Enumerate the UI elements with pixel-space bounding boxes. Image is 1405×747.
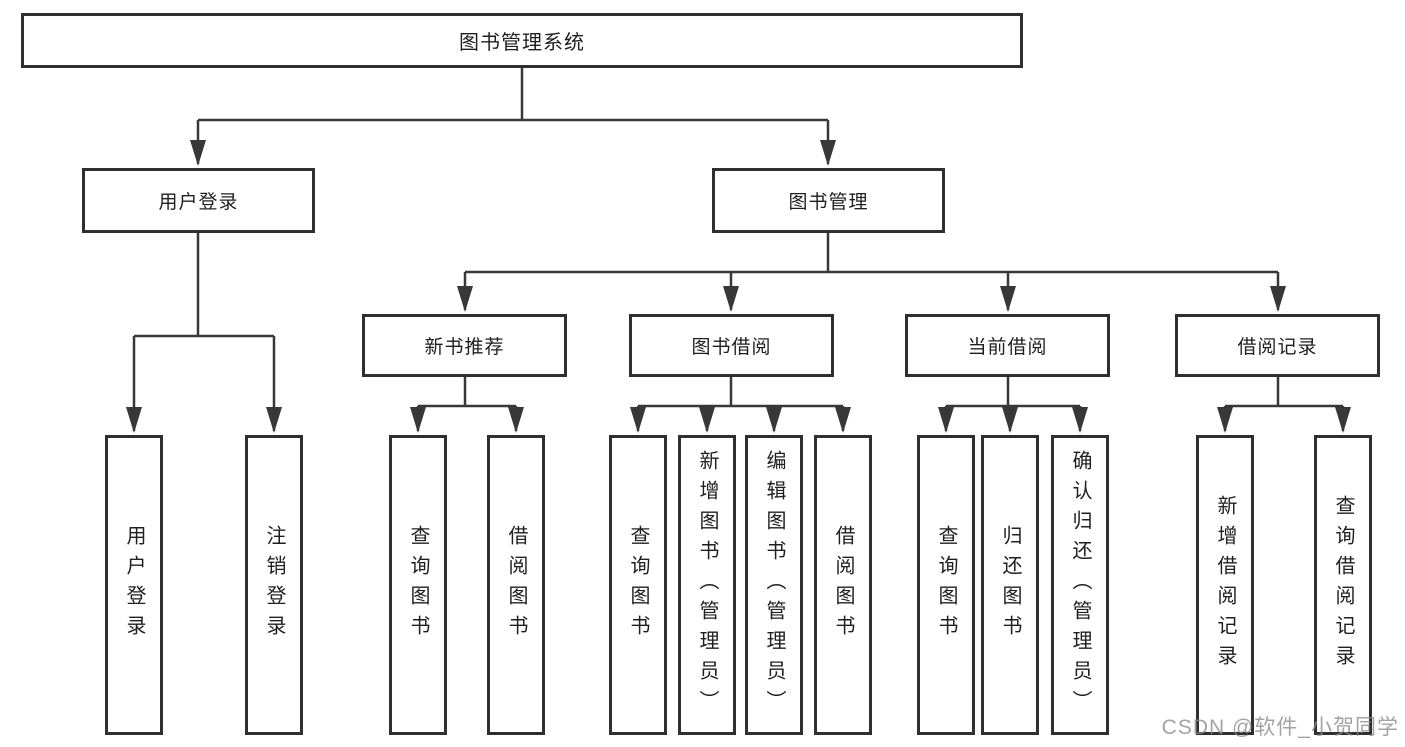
node-current-borrow: 当前借阅 bbox=[905, 314, 1110, 377]
node-label: 查询图书 bbox=[407, 525, 429, 645]
leaf-query-book-borrow: 查询图书 bbox=[609, 435, 667, 735]
node-label: 新增图书（管理员） bbox=[696, 450, 718, 720]
node-book-borrow: 图书借阅 bbox=[629, 314, 834, 377]
leaf-query-book-current: 查询图书 bbox=[917, 435, 975, 735]
node-label: 归还图书 bbox=[999, 525, 1021, 645]
leaf-query-book-recommend: 查询图书 bbox=[389, 435, 447, 735]
csdn-watermark: CSDN @软件_小贺同学 bbox=[1161, 716, 1399, 739]
node-label: 图书借阅 bbox=[691, 337, 772, 358]
leaf-logout: 注销登录 bbox=[245, 435, 303, 735]
node-label: 确认归还（管理员） bbox=[1069, 450, 1091, 720]
leaf-user-login: 用户登录 bbox=[105, 435, 163, 735]
node-library-management-system: 图书管理系统 bbox=[21, 13, 1023, 68]
node-label: 当前借阅 bbox=[967, 337, 1048, 358]
node-label: 查询图书 bbox=[627, 525, 649, 645]
node-new-book-recommend: 新书推荐 bbox=[362, 314, 567, 377]
node-label: 查询借阅记录 bbox=[1332, 495, 1354, 675]
node-book-management: 图书管理 bbox=[712, 168, 945, 233]
node-label: 新书推荐 bbox=[424, 337, 505, 358]
node-label: 用户登录 bbox=[158, 192, 239, 213]
node-borrow-record: 借阅记录 bbox=[1175, 314, 1380, 377]
leaf-borrow-book-recommend: 借阅图书 bbox=[487, 435, 545, 735]
node-label: 注销登录 bbox=[263, 525, 285, 645]
node-label: 图书管理系统 bbox=[459, 32, 585, 54]
node-label: 借阅图书 bbox=[832, 525, 854, 645]
node-label: 编辑图书（管理员） bbox=[763, 450, 785, 720]
node-user-login: 用户登录 bbox=[82, 168, 315, 233]
node-label: 借阅图书 bbox=[505, 525, 527, 645]
leaf-return-book: 归还图书 bbox=[981, 435, 1039, 735]
node-label: 查询图书 bbox=[935, 525, 957, 645]
node-label: 借阅记录 bbox=[1237, 337, 1318, 358]
leaf-confirm-return-admin: 确认归还（管理员） bbox=[1051, 435, 1109, 735]
node-label: 用户登录 bbox=[123, 525, 145, 645]
node-label: 新增借阅记录 bbox=[1214, 495, 1236, 675]
node-label: 图书管理 bbox=[788, 192, 869, 213]
leaf-add-book-admin: 新增图书（管理员） bbox=[678, 435, 736, 735]
leaf-add-borrow-record: 新增借阅记录 bbox=[1196, 435, 1254, 735]
leaf-borrow-book: 借阅图书 bbox=[814, 435, 872, 735]
leaf-query-borrow-record: 查询借阅记录 bbox=[1314, 435, 1372, 735]
leaf-edit-book-admin: 编辑图书（管理员） bbox=[745, 435, 803, 735]
